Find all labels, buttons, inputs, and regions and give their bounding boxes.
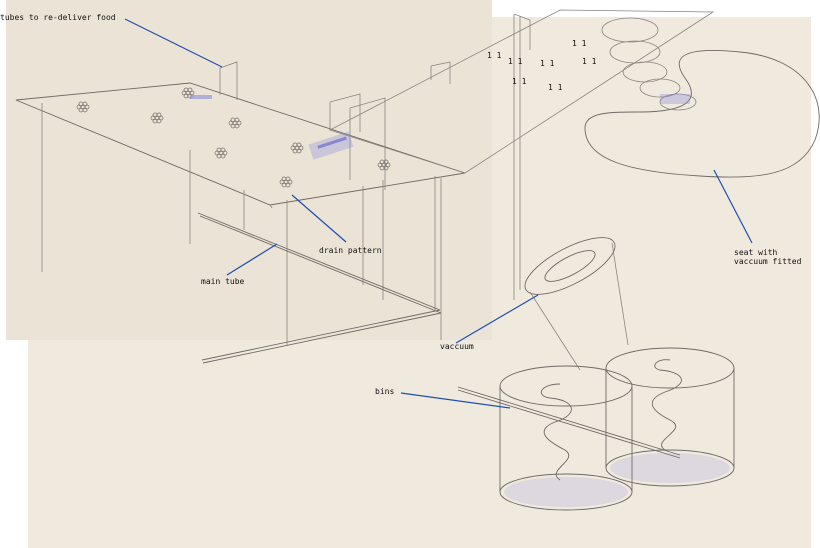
svg-text:1 1: 1 1 (548, 83, 563, 92)
label-bins: bins (375, 387, 394, 396)
food-particles (190, 95, 354, 160)
seat (584, 17, 820, 178)
leader-lines (124, 18, 753, 409)
label-tubes: tubes to re-deliver food (0, 13, 116, 22)
vaccuum-funnel (524, 237, 629, 371)
drain-hole (290, 142, 304, 154)
table-tray (15, 61, 466, 364)
svg-text:1 1: 1 1 (540, 59, 555, 68)
drain-hole (150, 112, 164, 124)
svg-text:1 1: 1 1 (582, 57, 597, 66)
label-seat-line2: vaccuum fitted (734, 257, 802, 266)
drain-hole (76, 101, 90, 113)
svg-text:1 1: 1 1 (487, 51, 502, 60)
svg-text:1 1: 1 1 (572, 39, 587, 48)
drain-hole (377, 159, 391, 171)
drain-hole (214, 147, 228, 159)
drain-hole (279, 176, 293, 188)
label-drain-pattern: drain pattern (319, 246, 382, 255)
bins (457, 347, 735, 511)
svg-text:1 1: 1 1 (508, 57, 523, 66)
svg-text:1 1: 1 1 (512, 77, 527, 86)
label-main-tube: main tube (201, 277, 245, 286)
label-seat-line1: seat with (734, 248, 778, 257)
spiral-coil (601, 17, 697, 111)
drain-hole (228, 117, 242, 129)
upper-tray: 1 1 1 1 1 1 1 1 1 1 1 1 1 1 (328, 9, 715, 300)
label-vaccuum: vaccuum (440, 342, 474, 351)
background-overlay (6, 0, 492, 340)
